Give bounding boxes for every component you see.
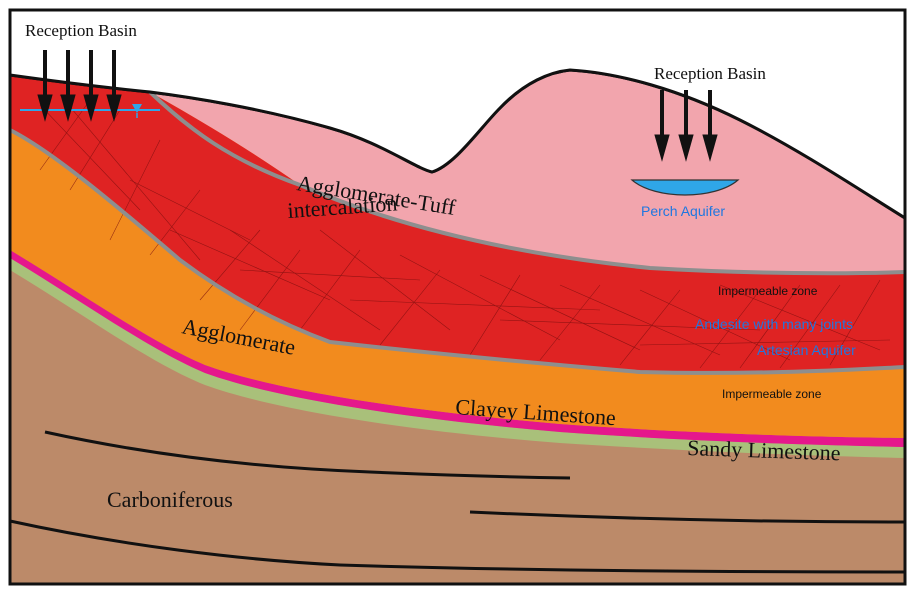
andesite-joints: [39, 94, 891, 369]
frame: [8, 8, 907, 586]
upper-impermeable-contact: [148, 90, 906, 276]
impermeable-zone-lower-label: Impermeable zone: [722, 387, 822, 401]
right-recharge-arrows: [654, 90, 718, 162]
carboniferous-strata: [9, 430, 906, 574]
left-recharge-arrows: [37, 50, 122, 122]
down-arrow-icon: [60, 50, 76, 122]
down-arrow-icon: [83, 50, 99, 122]
artesian-aquifer-label: Artesian Aquifer: [757, 342, 856, 358]
down-arrow-icon: [106, 50, 122, 122]
perch-aquifer-lens: [630, 179, 740, 196]
sky: [10, 10, 905, 218]
sandy-limestone-label: Sandy Limestone: [687, 435, 841, 465]
down-arrow-icon: [37, 50, 53, 122]
perch-aquifer-label: Perch Aquifer: [641, 203, 725, 219]
carboniferous-label: Carboniferous: [107, 487, 233, 512]
reception-basin-right-label: Reception Basin: [654, 64, 766, 83]
water-table-symbol: [132, 104, 142, 113]
down-arrow-icon: [678, 90, 694, 162]
agglomerate-tuff-layer: [150, 70, 905, 274]
down-arrow-icon: [654, 90, 670, 162]
reception-basin-left-label: Reception Basin: [25, 21, 137, 40]
andesite-label: Andesite with many joints: [695, 316, 853, 332]
lower-impermeable-contact: [9, 128, 906, 375]
andesite-layer: [10, 75, 905, 373]
down-arrow-icon: [702, 90, 718, 162]
impermeable-zone-upper-label: Impermeable zone: [718, 284, 818, 298]
